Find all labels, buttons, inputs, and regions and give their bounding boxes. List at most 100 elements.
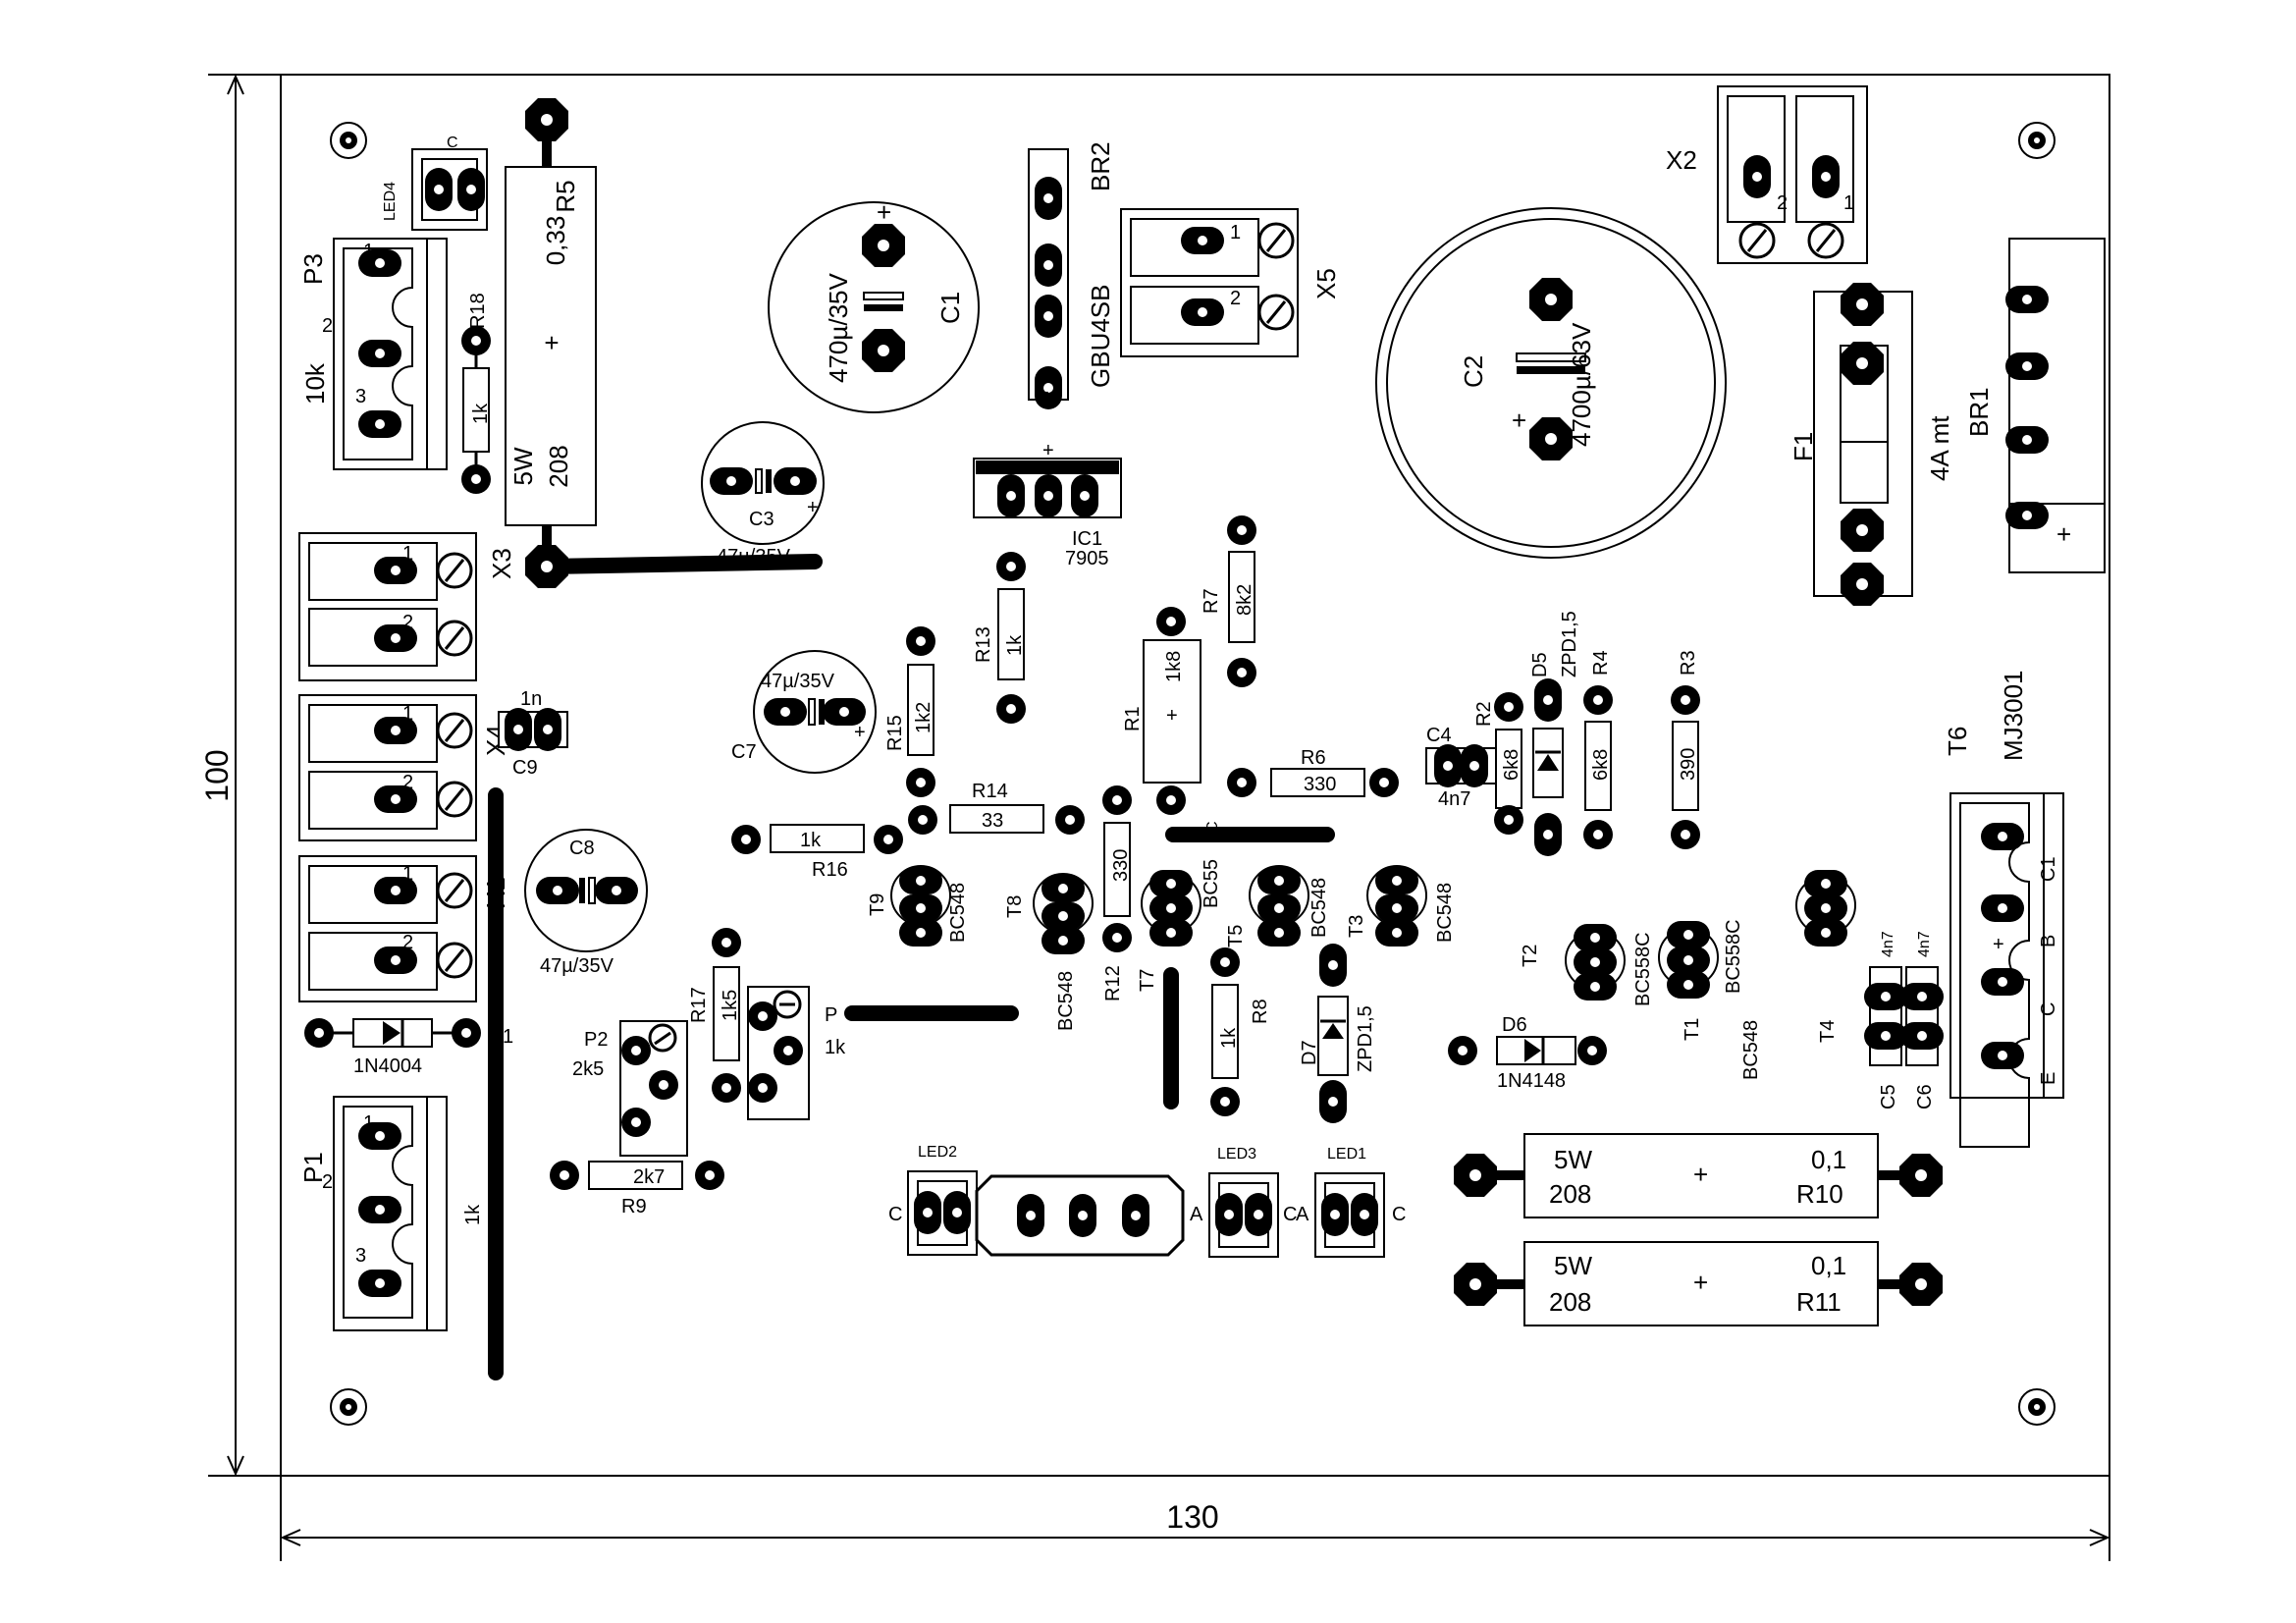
svg-text:BC548: BC548 [1308, 878, 1330, 938]
svg-text:C8: C8 [569, 838, 595, 859]
svg-text:R13: R13 [973, 626, 994, 663]
svg-text:ZPD1,5: ZPD1,5 [1559, 611, 1580, 677]
svg-text:R10: R10 [1796, 1179, 1843, 1209]
capacitor-c4: C4 4n7 [1425, 725, 1498, 810]
capacitor-c6: 4n7 C6 [1900, 931, 1944, 1109]
svg-text:LED3: LED3 [1217, 1146, 1256, 1163]
svg-text:1: 1 [402, 703, 413, 725]
svg-text:C7: C7 [731, 741, 757, 763]
svg-text:5W: 5W [508, 447, 538, 485]
potentiometer-p1: 1 2 3 P1 1k [298, 1096, 484, 1331]
svg-text:C5: C5 [1878, 1084, 1899, 1109]
svg-text:BR2: BR2 [1086, 141, 1115, 191]
svg-text:6k8: 6k8 [1590, 749, 1612, 781]
transistor-t2: T2 BC558C [1520, 924, 1654, 1006]
svg-text:1k: 1k [1004, 634, 1026, 656]
svg-text:R18: R18 [467, 293, 489, 329]
transistor-t3: BC548 T3 [1346, 865, 1456, 947]
svg-text:BC548: BC548 [1055, 971, 1077, 1031]
resistor-r11: 5W 208 + 0,1 R11 [1454, 1241, 1943, 1326]
svg-text:+: + [1693, 1160, 1708, 1189]
resistor-r9: 2k7 R9 [550, 1161, 724, 1217]
svg-text:B: B [2038, 935, 2059, 947]
svg-text:BC558C: BC558C [1723, 919, 1744, 994]
led2: LED2 C A [888, 1144, 995, 1256]
svg-text:D6: D6 [1502, 1014, 1527, 1036]
svg-text:+: + [538, 877, 550, 898]
svg-text:2: 2 [1777, 192, 1788, 214]
capacitor-c7: + 47µ/35V C7 [731, 650, 877, 774]
svg-text:+: + [877, 197, 891, 227]
svg-text:T2: T2 [1520, 945, 1541, 967]
svg-text:C: C [888, 1204, 902, 1225]
svg-text:P3: P3 [298, 253, 328, 285]
capacitor-c9: 1n C9 [498, 688, 568, 779]
svg-text:470µ/35V: 470µ/35V [824, 272, 853, 383]
svg-text:1k: 1k [470, 403, 492, 424]
svg-text:T5: T5 [1225, 925, 1247, 947]
resistor-r13: 1k R13 [973, 552, 1026, 724]
svg-text:R17: R17 [688, 987, 710, 1023]
svg-text:0,1: 0,1 [1811, 1145, 1846, 1174]
svg-text:T4: T4 [1817, 1020, 1839, 1043]
svg-text:C: C [447, 135, 458, 151]
svg-text:330: 330 [1110, 849, 1132, 882]
svg-text:1k: 1k [800, 830, 822, 851]
svg-text:33: 33 [982, 810, 1003, 832]
svg-text:R1: R1 [1122, 706, 1144, 731]
svg-text:C4: C4 [1426, 725, 1452, 746]
resistor-r16: 1k R16 [731, 824, 903, 881]
svg-text:X2: X2 [1666, 145, 1697, 175]
svg-text:2: 2 [402, 612, 413, 633]
resistor-r12: 330 R12 [1102, 785, 1132, 1001]
svg-text:8k2: 8k2 [1234, 584, 1255, 616]
regulator-ic1: + IC1 7905 [973, 440, 1122, 569]
svg-text:1: 1 [402, 543, 413, 565]
svg-text:7905: 7905 [1065, 548, 1109, 569]
traces [488, 554, 1335, 1380]
svg-text:0,33: 0,33 [541, 216, 570, 266]
svg-text:T1: T1 [1682, 1018, 1703, 1041]
transistor-t9: BC548 T9 [867, 865, 969, 947]
svg-text:R2: R2 [1473, 701, 1495, 727]
potentiometer-p3: 1 2 3 P3 10k [298, 238, 448, 470]
svg-text:BR1: BR1 [1964, 387, 1994, 437]
svg-text:P: P [825, 1004, 837, 1026]
svg-text:ZPD1,5: ZPD1,5 [1355, 1005, 1376, 1072]
svg-text:1k: 1k [825, 1037, 846, 1058]
svg-text:1k: 1k [462, 1204, 484, 1225]
svg-text:+: + [1042, 440, 1054, 461]
svg-text:+: + [1693, 1268, 1708, 1297]
svg-text:R8: R8 [1250, 999, 1271, 1024]
svg-text:LED2: LED2 [918, 1144, 957, 1161]
svg-text:R14: R14 [972, 781, 1008, 802]
transistor-t8: T8 BC548 [1004, 873, 1094, 1031]
resistor-r1: 1k8 + R1 [1122, 607, 1201, 815]
diode-d6: D6 1N4148 [1448, 1014, 1607, 1092]
svg-text:P2: P2 [584, 1029, 608, 1051]
svg-text:C2: C2 [1459, 355, 1488, 388]
resistor-r17: 1k5 R17 [688, 928, 741, 1103]
svg-text:3: 3 [355, 386, 366, 407]
svg-text:+: + [1166, 705, 1178, 727]
svg-text:C6: C6 [1914, 1084, 1936, 1109]
svg-text:47µ/35V: 47µ/35V [540, 955, 614, 977]
svg-text:T7: T7 [1137, 969, 1158, 992]
svg-text:2: 2 [322, 315, 333, 337]
resistor-r7: 8k2 R7 [1201, 515, 1256, 687]
led3: LED3 A C [1190, 1146, 1297, 1258]
svg-text:+: + [1041, 268, 1052, 290]
height-dimension [208, 74, 281, 1477]
svg-text:GBU4SB: GBU4SB [1086, 285, 1115, 389]
svg-text:C9: C9 [512, 757, 538, 779]
svg-text:208: 208 [544, 445, 573, 487]
svg-text:1N4148: 1N4148 [1497, 1070, 1566, 1092]
svg-text:~: ~ [1041, 194, 1052, 216]
svg-text:BC548: BC548 [1740, 1020, 1762, 1080]
resistor-r5: 0,33 R5 5W 208 + [505, 98, 597, 588]
svg-text:1: 1 [1230, 222, 1241, 243]
zener-d5: D5 ZPD1,5 [1529, 611, 1580, 856]
svg-text:T9: T9 [867, 893, 888, 916]
svg-text:0,1: 0,1 [1811, 1251, 1846, 1280]
